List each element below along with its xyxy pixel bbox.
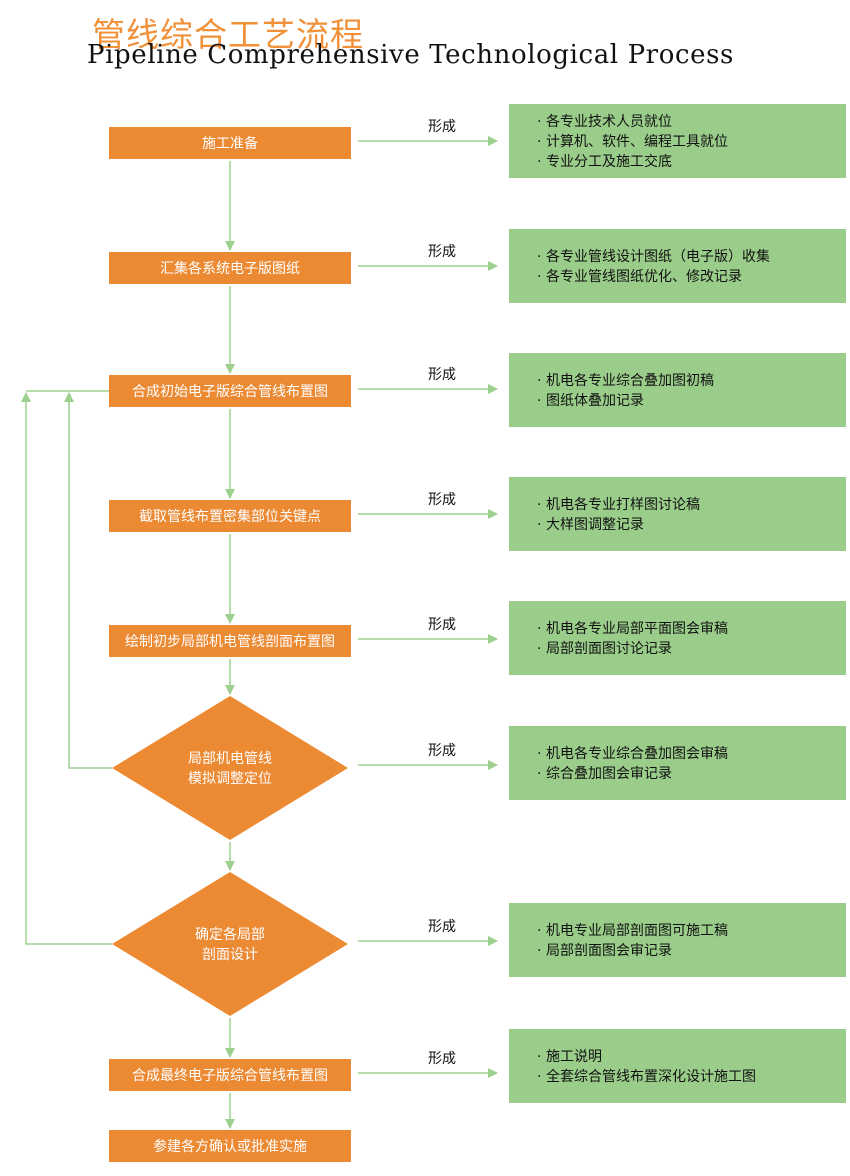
process-step: 参建各方确认或批准实施: [109, 1130, 351, 1162]
output-item: 机电各专业局部平面图会审稿: [546, 621, 728, 637]
output-item: 计算机、软件、编程工具就位: [546, 134, 728, 150]
process-step: 合成初始电子版综合管线布置图: [109, 375, 351, 407]
output-bullet: ·: [537, 746, 541, 762]
output-item: 专业分工及施工交底: [546, 153, 672, 170]
output-box: · 机电专业局部剖面图可施工稿 · 局部剖面图会审记录: [509, 903, 846, 977]
output-box-bg: [509, 903, 846, 977]
output-bullet: ·: [537, 517, 541, 533]
output-item: 机电各专业综合叠加图会审稿: [546, 746, 728, 762]
forms-label: 形成: [428, 617, 456, 633]
forms-label: 形成: [428, 367, 456, 383]
output-bullet: ·: [537, 923, 541, 939]
step-label: 合成最终电子版综合管线布置图: [132, 1068, 328, 1084]
output-bullet: ·: [537, 641, 541, 657]
output-item: 综合叠加图会审记录: [546, 766, 672, 782]
process-box: [109, 1059, 351, 1091]
output-box-bg: [509, 601, 846, 675]
forms-label: 形成: [428, 119, 456, 135]
output-box-bg: [509, 726, 846, 800]
step-label: 截取管线布置密集部位关键点: [139, 508, 321, 525]
output-box: · 各专业管线设计图纸（电子版）收集 · 各专业管线图纸优化、修改记录: [509, 229, 846, 303]
step-label: 剖面设计: [202, 947, 258, 963]
process-step: 截取管线布置密集部位关键点: [109, 500, 351, 532]
output-bullet: ·: [537, 497, 541, 513]
step-label: 确定各局部: [195, 927, 265, 943]
output-bullet: ·: [537, 943, 541, 959]
output-bullet: ·: [537, 1049, 541, 1065]
output-item: 各专业技术人员就位: [546, 114, 672, 130]
step-label: 参建各方确认或批准实施: [153, 1138, 307, 1155]
forms-label: 形成: [428, 244, 456, 260]
output-box-bg: [509, 477, 846, 551]
forms-label: 形成: [428, 1051, 456, 1067]
process-step: 合成最终电子版综合管线布置图: [109, 1059, 351, 1091]
process-step: 绘制初步局部机电管线剖面布置图: [109, 625, 351, 657]
output-box-bg: [509, 353, 846, 427]
output-box: · 各专业技术人员就位 · 计算机、软件、编程工具就位 · 专业分工及施工交底: [509, 104, 846, 178]
output-item: 图纸体叠加记录: [546, 393, 644, 409]
process-box: [109, 1130, 351, 1162]
output-box: · 机电各专业综合叠加图初稿 · 图纸体叠加记录: [509, 353, 846, 427]
process-box: [109, 500, 351, 532]
step-label: 汇集各系统电子版图纸: [160, 260, 300, 277]
output-item: 机电专业局部剖面图可施工稿: [546, 923, 728, 939]
process-box: [109, 127, 351, 159]
step-label: 合成初始电子版综合管线布置图: [132, 383, 328, 400]
feedback-arrow-inner: [64, 392, 112, 769]
output-box: · 施工说明 · 全套综合管线布置深化设计施工图: [509, 1029, 846, 1103]
output-item: 全套综合管线布置深化设计施工图: [546, 1068, 756, 1085]
output-bullet: ·: [537, 621, 541, 637]
output-item: 施工说明: [546, 1049, 602, 1065]
output-bullet: ·: [537, 766, 541, 782]
feedback-arrow-outer: [21, 392, 112, 945]
output-bullet: ·: [537, 1069, 541, 1085]
output-bullet: ·: [537, 373, 541, 389]
output-box-bg: [509, 104, 846, 178]
process-box: [109, 375, 351, 407]
step-label: 局部机电管线: [188, 751, 272, 767]
output-item: 局部剖面图讨论记录: [546, 641, 672, 657]
output-item: 各专业管线设计图纸（电子版）收集: [546, 248, 770, 265]
step-label: 绘制初步局部机电管线剖面布置图: [125, 633, 335, 650]
decision-diamond: [112, 872, 348, 1016]
output-item: 大样图调整记录: [546, 517, 644, 533]
process-step: 汇集各系统电子版图纸: [109, 252, 351, 284]
output-item: 机电各专业打样图讨论稿: [546, 496, 700, 513]
step-label: 施工准备: [202, 135, 258, 152]
output-bullet: ·: [537, 154, 541, 170]
process-box: [109, 252, 351, 284]
output-item: 机电各专业综合叠加图初稿: [546, 372, 714, 389]
output-bullet: ·: [537, 393, 541, 409]
decision-diamond: [112, 696, 348, 840]
output-box: · 机电各专业局部平面图会审稿 · 局部剖面图讨论记录: [509, 601, 846, 675]
output-bullet: ·: [537, 269, 541, 285]
output-bullet: ·: [537, 249, 541, 265]
forms-label: 形成: [428, 492, 456, 508]
forms-label: 形成: [428, 743, 456, 759]
output-bullet: ·: [537, 134, 541, 150]
output-box-bg: [509, 229, 846, 303]
output-bullet: ·: [537, 114, 541, 130]
forms-label: 形成: [428, 919, 456, 935]
output-box-bg: [509, 1029, 846, 1103]
output-item: 局部剖面图会审记录: [546, 943, 672, 959]
page-title-chinese: 管线综合工艺流程: [92, 15, 364, 54]
step-label: 模拟调整定位: [188, 771, 272, 787]
output-box: · 机电各专业综合叠加图会审稿 · 综合叠加图会审记录: [509, 726, 846, 800]
output-box: · 机电各专业打样图讨论稿 · 大样图调整记录: [509, 477, 846, 551]
page-title-english: Pipeline Comprehensive Technological Pro…: [87, 40, 734, 70]
output-item: 各专业管线图纸优化、修改记录: [546, 269, 742, 285]
process-step: 施工准备: [109, 127, 351, 159]
process-box: [109, 625, 351, 657]
